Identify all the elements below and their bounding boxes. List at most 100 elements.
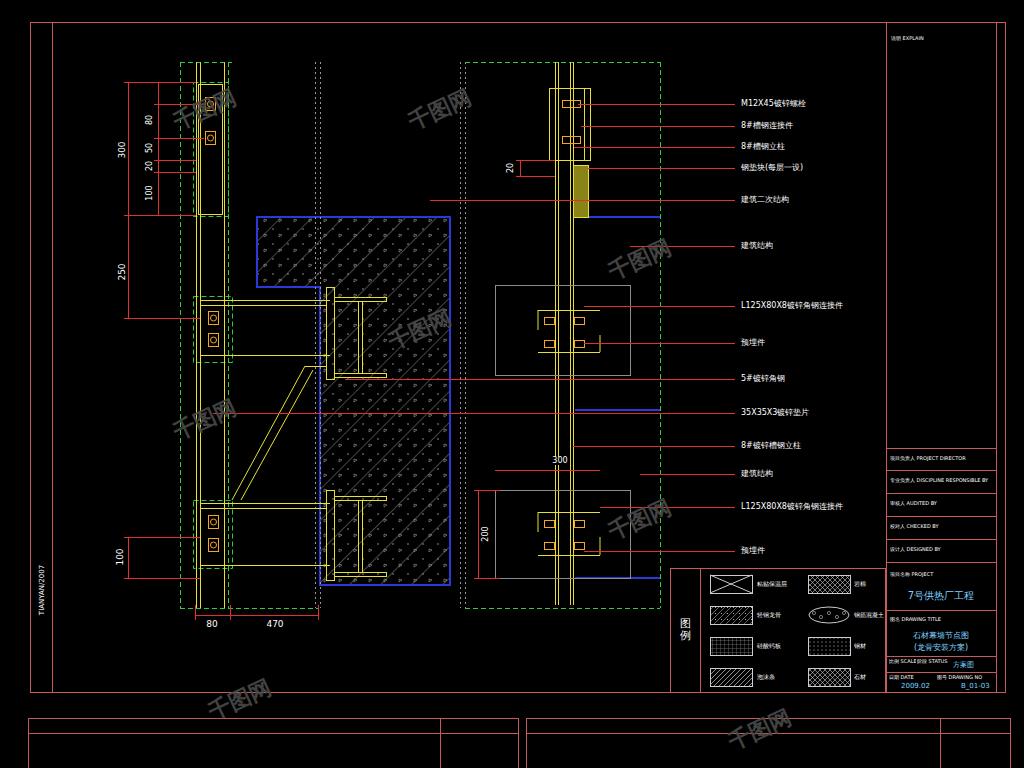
- steel-members: [241, 370, 313, 500]
- sheet-frame: [28, 22, 1011, 768]
- leader-line: [213, 413, 735, 414]
- title-block-field: 专业负责人 DISCIPLINE RESPONSIBLE BY: [889, 478, 989, 483]
- legend-swatch: [809, 638, 851, 656]
- legend-text: 轻钢龙骨: [757, 612, 781, 618]
- leader-line: [584, 551, 735, 552]
- steel-members: [327, 491, 335, 581]
- dimension-line: [124, 318, 200, 319]
- legend-text: 钢筋混凝土: [854, 612, 884, 618]
- callout: 35X35X3镀锌垫片: [740, 409, 810, 417]
- stone-outline: [180, 608, 318, 609]
- dimension-line: [318, 605, 319, 620]
- legend-swatch: [819, 615, 822, 618]
- steel-members: [200, 305, 326, 306]
- callout: 8#槽钢连接件: [740, 122, 794, 130]
- grid-dotted-line: [465, 62, 466, 608]
- steel-members: [335, 374, 387, 378]
- legend-swatch: [812, 611, 815, 614]
- dimension: 80: [205, 620, 218, 629]
- steel-members: [196, 62, 197, 608]
- dimension-line: [124, 578, 200, 579]
- title-block-field: 比例 SCALE: [888, 659, 918, 664]
- sheet-frame: [700, 568, 701, 692]
- dimension: 300: [551, 457, 568, 465]
- title-block-field: 项目名称 PROJECT: [889, 572, 934, 577]
- dimension-line: [516, 160, 555, 161]
- watermark: 千图网: [605, 496, 674, 544]
- dimension: 250: [118, 262, 127, 281]
- sheet-frame: [440, 718, 441, 768]
- watermark: 千图网: [205, 676, 274, 724]
- bolt-symbol: [575, 318, 585, 325]
- concrete-slab: [575, 409, 660, 411]
- dimension-line: [128, 537, 129, 578]
- legend-swatch: [809, 638, 851, 656]
- sheet-frame: [886, 672, 996, 673]
- dimension-line: [195, 615, 318, 616]
- embedded-plate: [496, 286, 631, 376]
- sheet-frame: [52, 22, 53, 692]
- steel-members: [200, 62, 201, 608]
- grid-dotted-line: [316, 62, 466, 608]
- steel-members: [574, 166, 589, 218]
- stone-outline: [465, 608, 660, 609]
- bolt-symbol: [206, 98, 585, 552]
- dimension: 300: [118, 140, 127, 159]
- callout: L125X80X8镀锌角钢连接件: [740, 302, 844, 310]
- callout: 钢垫块(每层一设): [740, 164, 804, 172]
- legend-swatch: [711, 607, 753, 625]
- callout: 建筑结构: [740, 470, 774, 478]
- sheet-frame: [671, 569, 886, 693]
- concrete-slab: [257, 217, 660, 585]
- sheet-frame: [886, 22, 887, 692]
- legend-text: 硅酸钙板: [757, 643, 781, 649]
- legend-text: 粘贴保温层: [757, 581, 787, 587]
- legend-swatch: [711, 638, 753, 656]
- bolt-symbol: [211, 542, 217, 548]
- legend-swatch: [809, 576, 851, 594]
- legend-swatch: [809, 669, 851, 687]
- stone-outline: [180, 62, 661, 609]
- steel-members: [550, 89, 591, 161]
- legend-swatch: [710, 575, 753, 594]
- watermark: 千图网: [605, 236, 674, 284]
- dimension-line: [474, 490, 500, 491]
- watermark: 千图网: [170, 86, 239, 134]
- callout: M12X45镀锌螺栓: [740, 100, 807, 108]
- legend-swatch-group: [710, 575, 851, 687]
- dimension-line: [124, 82, 196, 83]
- leader-line: [213, 105, 735, 552]
- drawing-title: (龙骨安装方案): [913, 644, 969, 652]
- bolt-symbol: [209, 516, 219, 529]
- stone-outline: [660, 62, 661, 608]
- watermark: 千图网: [725, 706, 794, 754]
- title-block-field: 阶段 STATUS: [916, 659, 948, 664]
- bolt-symbol: [545, 341, 555, 348]
- bolt-symbol: [211, 337, 217, 343]
- grid-dotted-line: [460, 62, 461, 608]
- steel-members: [200, 565, 330, 566]
- drawing-title: 石材幕墙节点图: [912, 632, 970, 640]
- dimension: 20: [146, 160, 154, 172]
- watermark: 千图网: [405, 86, 474, 134]
- dimension-line: [516, 176, 555, 177]
- title-block-field: 说明 EXPLAIN: [890, 36, 925, 41]
- stone-outline: [465, 62, 660, 63]
- dimension: 80: [146, 114, 154, 126]
- dimension-line: [154, 172, 196, 173]
- watermark: 千图网: [170, 396, 239, 444]
- bolt-symbol: [563, 137, 581, 144]
- steel-members: [558, 62, 559, 605]
- bolt-symbol: [575, 543, 585, 550]
- title-block-field: 日期 DATE: [888, 675, 915, 680]
- dimension-line: [154, 160, 196, 161]
- bolt-symbol: [209, 334, 219, 347]
- dimension-line: [124, 215, 196, 216]
- steel-members: [200, 503, 330, 504]
- bolt-symbol: [211, 315, 217, 321]
- leader-line: [584, 306, 735, 307]
- dimension-line: [478, 490, 479, 578]
- steel-members: [327, 288, 335, 380]
- bolt-symbol: [545, 543, 555, 550]
- bolt-symbol: [211, 519, 217, 525]
